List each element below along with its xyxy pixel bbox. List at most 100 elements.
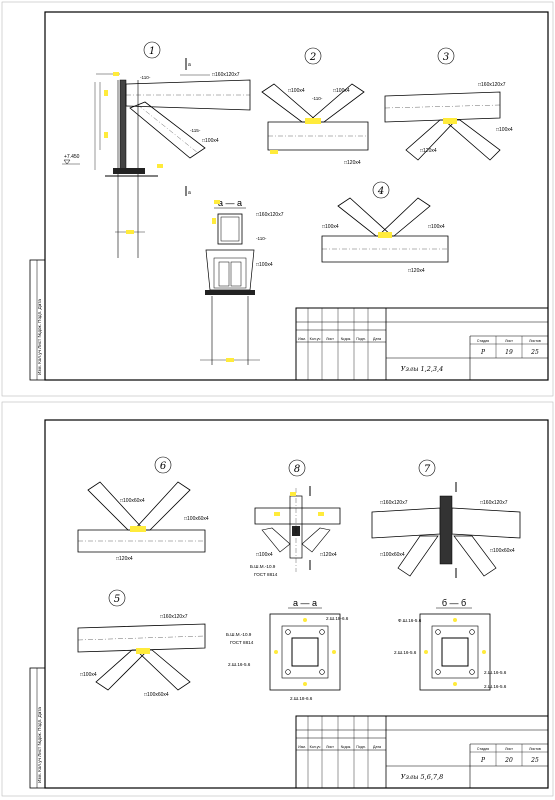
stamp-col-kol: Кол.уч (310, 745, 321, 749)
stamp-sheet-no: 20 (504, 757, 513, 764)
node-4-label-2: □100x4 (428, 224, 445, 230)
node-6-label-1: □100x60x4 (120, 498, 145, 504)
section-b-hole-1: Ф.Ш.16-5.6 (398, 618, 422, 623)
stamp-stage: Р (480, 349, 486, 356)
section-b-hole-4: 2.Ш.16-5.6 (484, 684, 507, 689)
section-a-hole-3: 2.Ш.18-6.6 (290, 696, 313, 701)
stamp-col-izm: Изм. (298, 337, 306, 341)
node-6-label-2: □100x60x4 (184, 516, 209, 522)
section-a-title: а — а (293, 598, 317, 608)
sheet-caption: Узлы 1,2,3,4 (401, 365, 443, 373)
node-3-label-3: □120x4 (420, 148, 437, 154)
section-b-hole-3: 2.Ш.16-5.6 (484, 670, 507, 675)
section-a-hole-2: 2.Ш.16-5.6 (228, 662, 251, 667)
section-b-title: б — б (442, 598, 466, 608)
section-a-label-3: □100x4 (256, 262, 273, 268)
svg-text:а: а (188, 190, 191, 196)
node-2-label-3: □120x4 (344, 160, 361, 166)
node-6-number: 6 (160, 461, 167, 472)
side-stamp-strip (29, 667, 46, 789)
node-8-label-1: □100x4 (256, 552, 273, 558)
sheet-border (1, 1, 554, 397)
section-a-hole-1: 2.Ш.18-6.6 (326, 616, 349, 621)
stamp-sheets-header: Листов (529, 747, 541, 751)
stamp-col-izm: Изм. (298, 745, 306, 749)
side-stamp-strip (29, 259, 46, 381)
node-4-number: 4 (377, 186, 384, 197)
node-8-label-2: □120x4 (320, 552, 337, 558)
section-a-gost: ГОСТ 8814 (230, 640, 254, 645)
node-8-number: 8 (294, 464, 300, 475)
node-8-gost: ГОСТ 8814 (254, 572, 278, 577)
section-a-a-plan: а — а Б.Ш.М.-10.9 ГОСТ 8814 2.Ш.18-6.6 2… (226, 598, 349, 701)
svg-text:а: а (188, 62, 191, 68)
node-1-number: 1 (149, 46, 155, 57)
node-1-drawing: 1 а а +7.450 □160x120x7 □ (62, 41, 251, 258)
node-7-drawing: 7 □160x120x7 □160x120x7 □100x60x4 □100x6… (371, 459, 521, 578)
section-b-hole-2: 2.Ш.16-5.6 (394, 650, 417, 655)
section-a-title: а — а (218, 198, 242, 208)
stamp-stage: Р (480, 757, 486, 764)
side-stamp-text: Изм. Кол.уч Лист №док. Подп. Дата (37, 707, 42, 783)
title-block-1: Изм. Кол.уч Лист №док. Подп. Дата Стадия… (295, 307, 549, 381)
node-4-drawing: 4 □100x4 □100x4 □120x4 (321, 181, 449, 274)
node-7-label-1: □160x120x7 (380, 500, 408, 506)
node-2-label-1: □100x4 (288, 88, 305, 94)
node-3-number: 3 (443, 52, 449, 63)
stamp-stage-header: Стадия (477, 747, 489, 751)
node-1-label-top-chord: □160x120x7 (212, 72, 240, 78)
section-a-bolt: Б.Ш.М.-10.9 (226, 632, 252, 637)
stamp-sheet-header: Лист (505, 747, 513, 751)
stamp-col-podp: Подп. (356, 745, 366, 749)
node-5-drawing: 5 □160x120x7 □100x4 □100x60x4 (77, 589, 206, 698)
node-3-drawing: 3 □160x120x7 □100x4 □120x4 (384, 47, 513, 161)
elevation-label: +7.450 (64, 154, 80, 160)
stamp-col-podp: Подп. (356, 337, 366, 341)
node-1-label-diagonal: □100x4 (202, 138, 219, 144)
stamp-sheet-no: 19 (505, 349, 513, 356)
node-7-number: 7 (424, 464, 431, 475)
node-5-label-3: □100x60x4 (144, 692, 169, 698)
node-6-drawing: 6 □100x60x4 □100x60x4 □120x4 (77, 456, 209, 562)
node-2-number: 2 (309, 52, 316, 63)
node-5-number: 5 (114, 594, 120, 605)
node-8-drawing: 8 □100x4 □120x4 Б.Ш.М.-10.9 ГОСТ 8814 (250, 459, 341, 577)
stamp-col-list: Лист (326, 337, 334, 341)
drawing-sheet-1: Изм. Кол.уч Лист №док. Подп. Дата 1 а а (0, 0, 555, 398)
node-1-weld-1: -110- (140, 75, 151, 80)
node-1-marker (143, 41, 161, 59)
node-5-label-2: □100x4 (80, 672, 97, 678)
node-1-weld-2: -115- (190, 128, 201, 133)
stamp-sheets-total: 25 (530, 757, 539, 764)
stamp-col-doc: №док. (341, 337, 352, 341)
stamp-sheets-total: 25 (530, 349, 539, 356)
node-2-drawing: 2 □100x4 □100x4 -110- □120x4 (261, 47, 369, 166)
section-a-a-drawing: а — а □160x120x7 -110- □100x4 (200, 198, 284, 365)
node-4-label-1: □100x4 (322, 224, 339, 230)
stamp-sheets-header: Листов (529, 339, 541, 343)
sheet-border (1, 401, 554, 797)
stamp-col-doc: №док. (341, 745, 352, 749)
node-3-label-1: □160x120x7 (478, 82, 506, 88)
node-5-label-1: □160x120x7 (160, 614, 188, 620)
stamp-col-kol: Кол.уч (310, 337, 321, 341)
section-a-label-1: □160x120x7 (256, 212, 284, 218)
stamp-col-data: Дата (373, 337, 381, 341)
stamp-sheet-header: Лист (505, 339, 513, 343)
stamp-stage-header: Стадия (477, 339, 489, 343)
side-stamp-text: Изм. Кол.уч Лист №док. Подп. Дата (37, 299, 42, 375)
node-4-label-3: □120x4 (408, 268, 425, 274)
drawing-sheet-2: Изм. Кол.уч Лист №док. Подп. Дата 6 □100… (0, 400, 555, 798)
stamp-col-data: Дата (373, 745, 381, 749)
sheet-caption: Узлы 5,6,7,8 (401, 773, 443, 781)
node-8-bolt: Б.Ш.М.-10.9 (250, 564, 276, 569)
node-7-label-3: □100x60x4 (380, 552, 405, 558)
node-2-weld: -110- (312, 96, 323, 101)
node-2-label-2: □100x4 (333, 88, 350, 94)
title-block-2: Изм. Кол.уч Лист №док. Подп. Дата Стадия… (295, 715, 549, 789)
section-a-label-2: -110- (256, 236, 267, 241)
node-7-label-2: □160x120x7 (480, 500, 508, 506)
node-6-label-3: □120x4 (116, 556, 133, 562)
node-7-label-4: □100x60x4 (490, 548, 515, 554)
stamp-col-list: Лист (326, 745, 334, 749)
